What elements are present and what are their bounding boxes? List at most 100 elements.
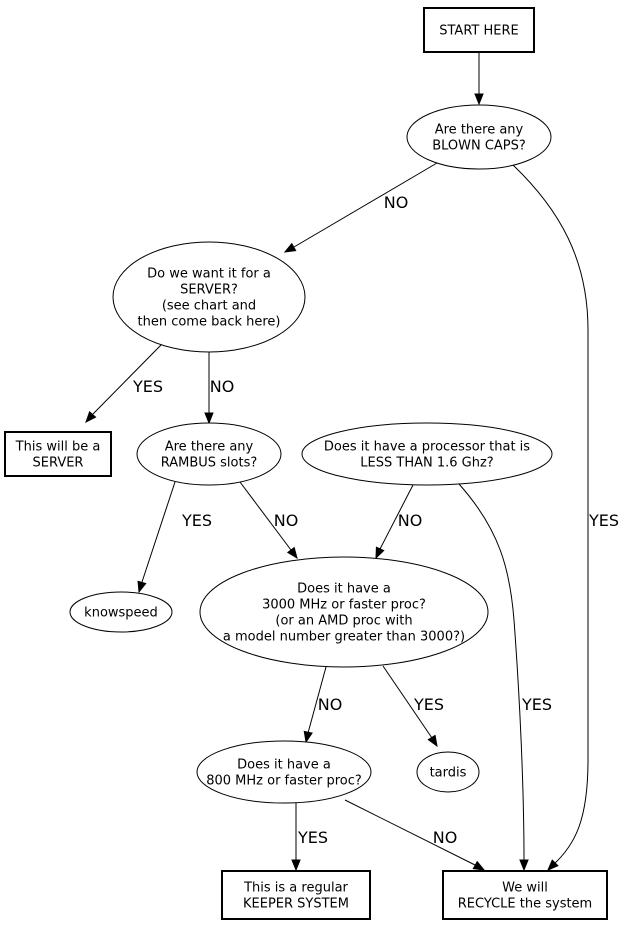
edge-label-yes: YES [132, 377, 163, 396]
ellipse-shape [136, 422, 282, 486]
node-text-line: then come back here) [138, 315, 281, 330]
edge-line [382, 665, 433, 739]
arrowhead-icon [474, 93, 484, 106]
edge-line [239, 481, 292, 551]
arrowhead-icon [204, 412, 214, 425]
node-text-line: tardis [430, 766, 467, 781]
edge-label-no: NO [274, 511, 299, 530]
ellipse-shape [199, 556, 489, 668]
node-text-line: Does it have a [237, 758, 331, 773]
edge-blown_caps-to-server_q [283, 162, 438, 253]
ellipse-shape [196, 740, 372, 804]
node-text-line: knowspeed [84, 606, 158, 621]
node-text-line: (or an AMD proc with [275, 614, 412, 629]
node-text-line: Does it have a [297, 582, 391, 597]
node-text-line: BLOWN CAPS? [432, 139, 526, 154]
edge-proc_16-to-recycle [458, 483, 529, 872]
edge-label-yes: YES [297, 828, 328, 847]
arrowhead-icon [519, 859, 529, 872]
edge-proc_3000-to-proc_800 [303, 666, 327, 744]
edge-server_q-to-rambus [204, 352, 214, 425]
edge-proc_3000-to-tardis [382, 665, 438, 748]
arrowhead-icon [286, 546, 298, 560]
node-tardis: tardis [416, 751, 480, 793]
node-start: START HERE [423, 7, 535, 53]
edge-label-no: NO [318, 695, 343, 714]
edge-label-no: NO [384, 193, 409, 212]
edge-server_q-to-server_result [85, 343, 163, 424]
ellipse-shape [112, 241, 306, 353]
node-text-line: Do we want it for a [147, 267, 271, 282]
box-shape [4, 431, 112, 477]
ellipse-shape [416, 751, 480, 793]
edge-line [141, 481, 176, 583]
node-text-line: Does it have a processor that is [324, 440, 530, 455]
edge-label-yes: YES [413, 695, 444, 714]
node-text-line: LESS THAN 1.6 Ghz? [360, 456, 493, 471]
edge-start-to-blown_caps [474, 53, 484, 106]
arrowhead-icon [291, 859, 301, 872]
node-text-line: Are there any [435, 123, 524, 138]
node-text-line: This is a regular [243, 881, 348, 896]
node-text-line: START HERE [439, 24, 518, 39]
arrowhead-icon [283, 242, 297, 253]
node-text-line: Are there any [165, 440, 254, 455]
arrowhead-icon [303, 730, 313, 744]
arrowhead-icon [427, 734, 438, 748]
edge-line [293, 162, 438, 248]
edge-label-yes: YES [181, 511, 212, 530]
edge-line [92, 343, 163, 415]
box-shape [442, 870, 608, 920]
node-text-line: (see chart and [162, 299, 256, 314]
ellipse-shape [301, 422, 553, 486]
box-shape [221, 870, 371, 920]
ellipse-shape [69, 591, 173, 633]
edge-label-yes: YES [588, 511, 619, 530]
edge-label-no: NO [210, 377, 235, 396]
ellipse-shape [406, 104, 552, 170]
arrowhead-icon [472, 860, 486, 871]
node-text-line: RAMBUS slots? [161, 456, 258, 471]
box-shape [423, 7, 535, 53]
edge-blown_caps-to-recycle [512, 164, 589, 871]
node-knowspeed: knowspeed [69, 591, 173, 633]
edge-line [307, 666, 327, 734]
arrowhead-icon [375, 546, 385, 560]
labels-layer: NO YES YES NO YES NO NO YES NO YES YES NO [132, 193, 619, 847]
node-text-line: RECYCLE the system [458, 897, 592, 912]
node-text-line: 3000 MHz or faster proc? [262, 598, 426, 613]
edge-label-yes: YES [521, 695, 552, 714]
arrowhead-icon [85, 410, 97, 424]
node-text-line: KEEPER SYSTEM [243, 897, 349, 912]
edges-layer [85, 53, 589, 872]
edge-line [344, 799, 476, 866]
node-text-line: We will [502, 881, 548, 896]
edge-proc_800-to-recycle [344, 799, 486, 871]
edge-label-no: NO [398, 511, 423, 530]
edge-line [512, 164, 589, 866]
edge-proc_800-to-keeper [291, 803, 301, 872]
node-text-line: SERVER? [180, 283, 238, 298]
node-text-line: This will be a [15, 440, 101, 455]
node-text-line: SERVER [33, 456, 84, 471]
arrowhead-icon [137, 580, 147, 594]
edge-label-no: NO [433, 828, 458, 847]
edge-proc_16-to-proc_3000 [375, 484, 414, 560]
edge-line [458, 483, 525, 861]
node-text-line: 800 MHz or faster proc? [206, 774, 362, 789]
arrowhead-icon [547, 859, 559, 871]
edge-rambus-to-knowspeed [137, 481, 176, 594]
edge-rambus-to-proc_3000 [239, 481, 298, 560]
node-text-line: a model number greater than 3000?) [223, 630, 465, 645]
